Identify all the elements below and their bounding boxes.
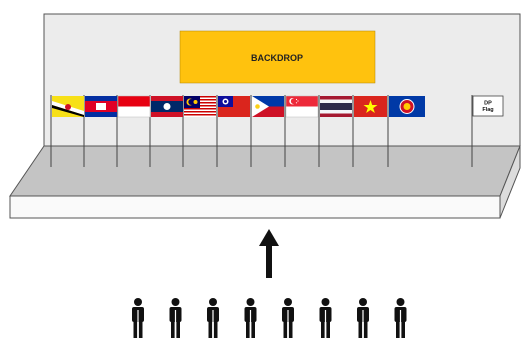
person-icon (319, 298, 332, 338)
person-icon (394, 298, 407, 338)
stage-front (9, 195, 501, 219)
philippines-flag-icon (252, 96, 284, 117)
cambodia-flag-icon (85, 96, 117, 117)
backdrop-label: BACKDROP (251, 53, 303, 63)
person-icon (244, 298, 257, 338)
vietnam-flag-icon (354, 96, 387, 117)
dp-flag-label-line2: Flag (482, 107, 493, 113)
dp-flag-label-line1: DP (484, 101, 492, 107)
person-icon (207, 298, 219, 338)
singapore-flag-icon (285, 95, 319, 118)
brunei-flag-icon (52, 96, 84, 117)
dp-flag: DP Flag (472, 95, 504, 117)
laos-flag-icon (151, 96, 183, 117)
person-icon (357, 298, 369, 338)
myanmar-flag-icon (218, 96, 250, 117)
thailand-flag-icon (320, 96, 352, 117)
indonesia-flag-icon (117, 95, 151, 118)
backdrop: BACKDROP (179, 30, 376, 84)
up-arrow-icon (259, 229, 279, 278)
person-icon (282, 298, 294, 338)
asean-flag-icon (389, 96, 425, 117)
stage-right-side (499, 145, 521, 219)
malaysia-flag-icon (184, 96, 216, 117)
stage-floor (9, 145, 521, 197)
audience (132, 298, 407, 338)
person-icon (169, 298, 182, 338)
person-icon (132, 298, 144, 338)
